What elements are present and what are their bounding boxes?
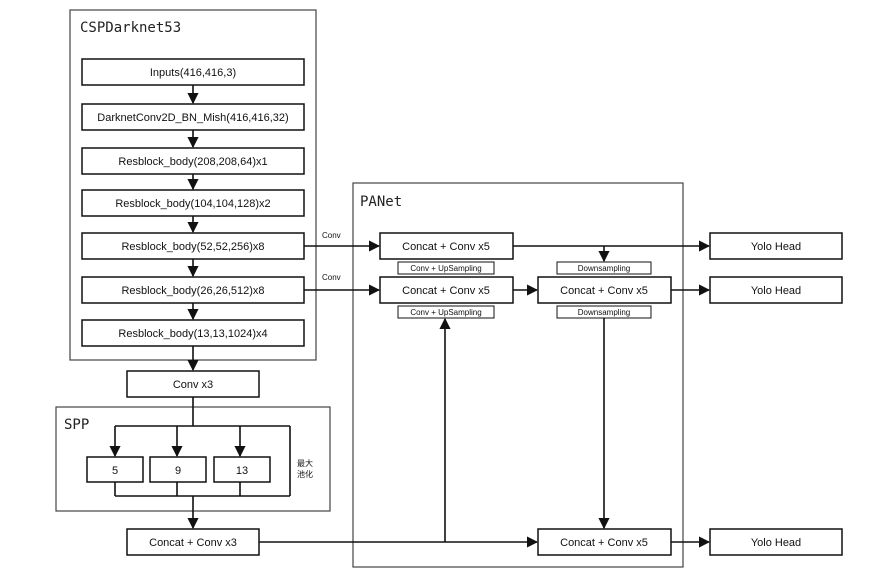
concat-conv-x3-block: Concat + Conv x3 — [126, 528, 260, 556]
spp-pool-label: 5 — [112, 465, 118, 477]
panet-block-label: Concat + Conv x5 — [402, 285, 490, 297]
panet-concat-conv-x5-right-bottom: Concat + Conv x5 — [537, 528, 672, 556]
concat-conv-x3-label: Concat + Conv x3 — [149, 537, 237, 549]
spp-note-line2: 池化 — [297, 469, 313, 479]
upsampling-text: Conv + UpSampling — [410, 308, 481, 317]
panet-block-label: Concat + Conv x5 — [560, 537, 648, 549]
conv-x3-block: Conv x3 — [126, 370, 260, 398]
backbone-block-label: Resblock_body(26,26,512)x8 — [121, 285, 264, 297]
backbone-block-label: Resblock_body(52,52,256)x8 — [121, 241, 264, 253]
panet-downsampling-label-1: Downsampling — [556, 261, 652, 275]
downsampling-text: Downsampling — [578, 264, 630, 273]
backbone-to-panet-links — [259, 240, 539, 548]
panet-upsampling-label-1: Conv + UpSampling — [397, 261, 495, 275]
spp-note-line1: 最大 — [297, 458, 313, 468]
cspdarknet53-title: CSPDarknet53 — [80, 20, 181, 36]
panet-concat-conv-x5-top: Concat + Conv x5 — [379, 232, 514, 260]
backbone-block-label: Inputs(416,416,3) — [150, 67, 236, 79]
conv-label-2: Conv — [322, 273, 341, 282]
backbone-block-label: Resblock_body(13,13,1024)x4 — [118, 328, 267, 340]
backbone-block-resblock-104: Resblock_body(104,104,128)x2 — [81, 189, 305, 217]
backbone-block-label: DarknetConv2D_BN_Mish(416,416,32) — [97, 112, 288, 124]
backbone-block-resblock-13: Resblock_body(13,13,1024)x4 — [81, 319, 305, 347]
panet-block-label: Concat + Conv x5 — [402, 241, 490, 253]
downsampling-text: Downsampling — [578, 308, 630, 317]
yolo-head-label: Yolo Head — [751, 285, 801, 297]
backbone-block-inputs: Inputs(416,416,3) — [81, 58, 305, 86]
backbone-block-label: Resblock_body(104,104,128)x2 — [115, 198, 270, 210]
spp-connections — [109, 397, 291, 530]
panet-downsampling-label-2: Downsampling — [556, 305, 652, 319]
spp-title: SPP — [64, 417, 89, 433]
panet-block-label: Concat + Conv x5 — [560, 285, 648, 297]
yolo-head-label: Yolo Head — [751, 241, 801, 253]
spp-pool-5: 5 — [86, 456, 144, 483]
panet-concat-conv-x5-mid: Concat + Conv x5 — [379, 276, 514, 304]
conv-label-1: Conv — [322, 231, 341, 240]
upsampling-text: Conv + UpSampling — [410, 264, 481, 273]
conv-x3-label: Conv x3 — [173, 379, 213, 391]
panet-concat-conv-x5-right-mid: Concat + Conv x5 — [537, 276, 672, 304]
backbone-block-label: Resblock_body(208,208,64)x1 — [118, 156, 267, 168]
backbone-block-darknetconv: DarknetConv2D_BN_Mish(416,416,32) — [81, 103, 305, 131]
backbone-block-resblock-26: Resblock_body(26,26,512)x8 — [81, 276, 305, 304]
spp-pool-9: 9 — [149, 456, 207, 483]
yolo-head-2: Yolo Head — [709, 276, 843, 304]
yolo-head-arrows — [604, 240, 711, 548]
spp-pool-label: 13 — [236, 465, 248, 477]
panet-group — [352, 182, 684, 568]
yolo-head-1: Yolo Head — [709, 232, 843, 260]
panet-title: PANet — [360, 194, 402, 210]
backbone-block-resblock-52: Resblock_body(52,52,256)x8 — [81, 232, 305, 260]
spp-pool-13: 13 — [213, 456, 271, 483]
spp-pool-label: 9 — [175, 465, 181, 477]
backbone-block-resblock-208: Resblock_body(208,208,64)x1 — [81, 147, 305, 175]
yolo-head-3: Yolo Head — [709, 528, 843, 556]
yolo-head-label: Yolo Head — [751, 537, 801, 549]
panet-arrows — [513, 245, 610, 530]
panet-upsampling-label-2: Conv + UpSampling — [397, 305, 495, 319]
